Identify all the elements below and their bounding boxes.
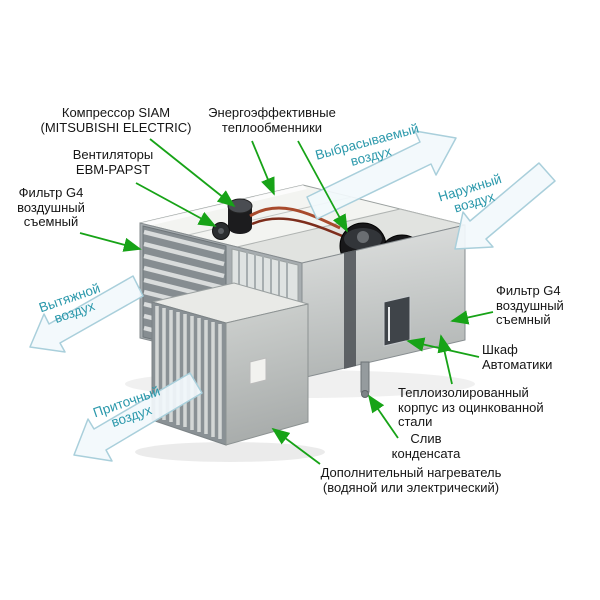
module-seam <box>344 250 356 369</box>
label-fans: Вентиляторы EBM-PAPST <box>72 147 154 177</box>
condensate-drain-pipe <box>360 361 370 398</box>
airflow-arrow-supply <box>73 372 203 462</box>
label-compressor: Компрессор SIAM (MITSUBISHI ELECTRIC) <box>40 105 192 135</box>
heater-box <box>151 282 309 446</box>
heater-shadow <box>135 442 325 462</box>
airflow-arrow-outdoor <box>454 162 556 250</box>
leader-filter-left <box>79 232 142 252</box>
airflow-arrow-extract <box>29 275 144 353</box>
refrigerant-pipes <box>249 206 353 242</box>
control-cabinet <box>383 295 411 347</box>
leader-heater <box>271 427 321 465</box>
leader-filter-right <box>450 310 494 325</box>
leader-drain <box>367 394 399 439</box>
airflow-arrows <box>29 130 556 462</box>
fan-wheel <box>212 222 230 240</box>
label-filter-left: Фильтр G4 воздушный съемный <box>17 185 85 229</box>
heater-right-face <box>225 303 309 446</box>
leader-heat-exchanger-b <box>297 140 348 233</box>
label-heat-exchangers: Энергоэффективные теплообменники <box>208 105 336 135</box>
label-filter-right: Фильтр G4 воздушный съемный <box>496 283 564 327</box>
label-condensate-drain: Слив конденсата <box>391 431 461 461</box>
leader-casing <box>437 334 453 385</box>
label-insulated-casing: Теплоизолированный корпус из оцинкованно… <box>398 385 544 429</box>
label-heater: Дополнительный нагреватель (водяной или … <box>320 465 502 495</box>
heater-nameplate <box>249 357 267 385</box>
leader-arrows <box>79 138 494 465</box>
compressor-cylinder <box>227 198 253 234</box>
leader-heat-exchanger-a <box>251 140 275 196</box>
leader-compressor <box>149 138 236 208</box>
label-control-cabinet: Шкаф Автоматики <box>482 342 553 372</box>
leader-fans <box>135 182 217 227</box>
